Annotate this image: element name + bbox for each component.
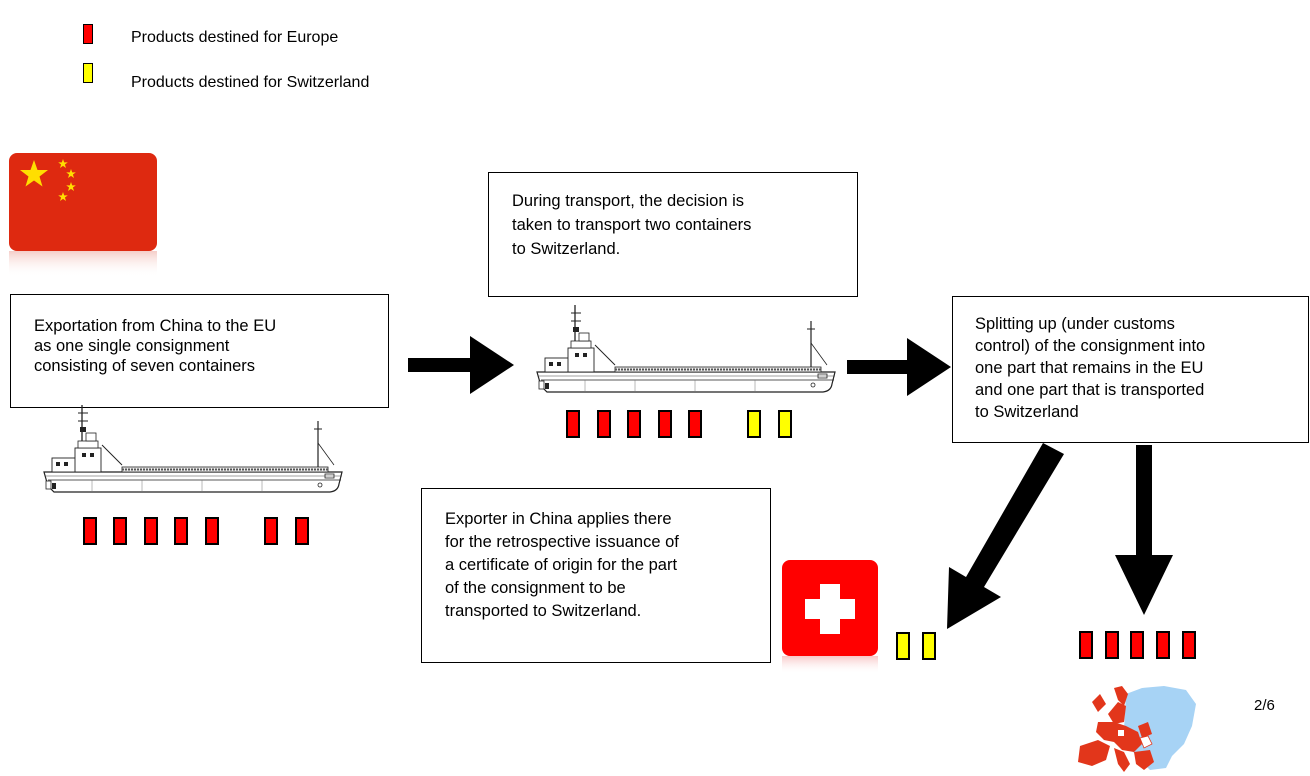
legend-swatch-switzerland <box>83 63 93 83</box>
container-transit-3 <box>627 410 641 438</box>
diagonal-arrow-icon <box>947 443 1064 629</box>
container-transit-2 <box>597 410 611 438</box>
decision-box: During transport, the decision is taken … <box>488 172 858 297</box>
container-ch-2 <box>922 632 936 660</box>
container-china-3 <box>144 517 158 545</box>
container-china-7 <box>295 517 309 545</box>
cargo-ship-icon-china <box>43 404 343 493</box>
retro-line-3: a certificate of origin for the part <box>445 556 678 574</box>
container-china-6 <box>264 517 278 545</box>
container-ch-1 <box>896 632 910 660</box>
retro-line-1: Exporter in China applies there <box>445 510 672 528</box>
splitting-box: Splitting up (under customs control) of … <box>952 296 1309 443</box>
europe-map-icon <box>1078 686 1196 772</box>
china-flag-icon <box>9 153 157 277</box>
export-line-2: as one single consignment <box>34 337 230 355</box>
splitting-line-3: one part that remains in the EU <box>975 359 1204 377</box>
export-box: Exportation from China to the EU as one … <box>10 294 389 408</box>
legend-swatch-europe <box>83 24 93 44</box>
container-transit-6 <box>747 410 761 438</box>
container-china-1 <box>83 517 97 545</box>
export-line-1: Exportation from China to the EU <box>34 317 277 335</box>
legend-label-europe: Products destined for Europe <box>131 29 339 46</box>
cargo-ship-icon-transit <box>536 304 836 393</box>
retro-line-5: transported to Switzerland. <box>445 602 642 620</box>
container-china-2 <box>113 517 127 545</box>
legend-label-switzerland: Products destined for Switzerland <box>131 74 370 91</box>
retro-box: Exporter in China applies there for the … <box>421 488 771 663</box>
decision-line-2: taken to transport two containers <box>512 216 752 234</box>
right-arrow-icon-1 <box>408 336 514 394</box>
down-arrow-icon <box>1115 445 1173 615</box>
container-eu-5 <box>1182 631 1196 659</box>
export-line-3: consisting of seven containers <box>34 357 256 375</box>
container-eu-1 <box>1079 631 1093 659</box>
container-eu-4 <box>1156 631 1170 659</box>
splitting-line-5: to Switzerland <box>975 403 1079 421</box>
retro-line-2: for the retrospective issuance of <box>445 533 679 551</box>
container-eu-2 <box>1105 631 1119 659</box>
decision-line-3: to Switzerland. <box>512 240 621 258</box>
page-number: 2/6 <box>1254 697 1275 714</box>
container-transit-7 <box>778 410 792 438</box>
splitting-line-4: and one part that is transported <box>975 381 1205 399</box>
splitting-line-2: control) of the consignment into <box>975 337 1206 355</box>
decision-line-1: During transport, the decision is <box>512 192 745 210</box>
container-transit-1 <box>566 410 580 438</box>
retro-line-4: of the consignment to be <box>445 579 626 597</box>
container-china-5 <box>205 517 219 545</box>
swiss-flag-icon <box>782 560 878 674</box>
container-transit-5 <box>688 410 702 438</box>
right-arrow-icon-2 <box>847 338 951 396</box>
container-eu-3 <box>1130 631 1144 659</box>
splitting-line-1: Splitting up (under customs <box>975 315 1175 333</box>
container-transit-4 <box>658 410 672 438</box>
container-china-4 <box>174 517 188 545</box>
